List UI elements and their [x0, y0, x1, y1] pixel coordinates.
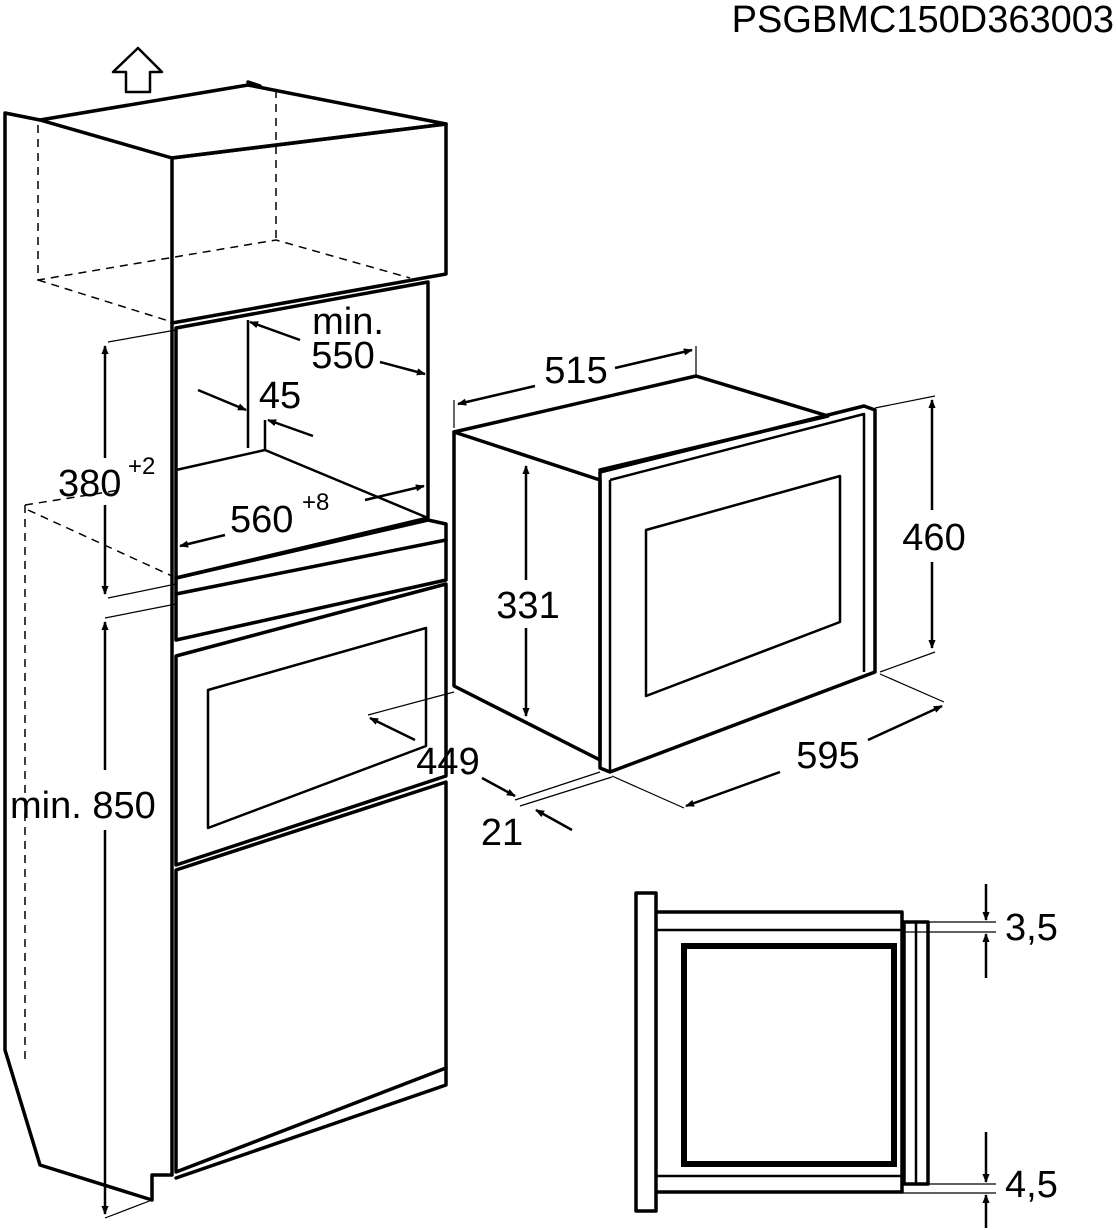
cabinet-drawing — [3, 46, 448, 1202]
label-449: 449 — [416, 741, 479, 783]
diagram-code: PSGBMC150D363003 — [732, 0, 1114, 41]
cabinet-side-panel — [3, 111, 174, 1202]
appliance-drawing — [452, 374, 877, 774]
appliance-front — [598, 404, 877, 774]
label-550: 550 — [311, 335, 374, 377]
label-850: min. 850 — [10, 785, 156, 827]
label-45: 45 — [259, 375, 301, 417]
label-560: 560 — [230, 499, 293, 541]
appliance-dimensions: 515 331 460 449 21 595 — [367, 346, 966, 854]
label-min: min. — [312, 301, 384, 343]
label-460: 460 — [902, 517, 965, 559]
cabinet-dimensions: min. 550 45 380 +2 560 +8 min. 850 — [10, 301, 426, 1219]
oven-front — [174, 582, 448, 867]
label-515: 515 — [544, 350, 607, 392]
oven-window — [206, 626, 428, 830]
cabinet-top-panel — [38, 83, 448, 160]
label-380: 380 — [58, 463, 121, 505]
up-arrow-icon — [111, 46, 164, 94]
label-560-tolerance: +8 — [302, 489, 329, 516]
niche-opening — [174, 280, 430, 580]
label-380-tolerance: +2 — [128, 453, 155, 480]
appliance-window — [644, 474, 842, 698]
label-4-5: 4,5 — [1005, 1164, 1058, 1206]
label-3-5: 3,5 — [1005, 907, 1058, 949]
section-detail: 3,5 4,5 — [634, 884, 1058, 1228]
label-21: 21 — [481, 812, 523, 854]
lower-door — [174, 780, 448, 1174]
label-595: 595 — [796, 735, 859, 777]
label-331: 331 — [496, 585, 559, 627]
